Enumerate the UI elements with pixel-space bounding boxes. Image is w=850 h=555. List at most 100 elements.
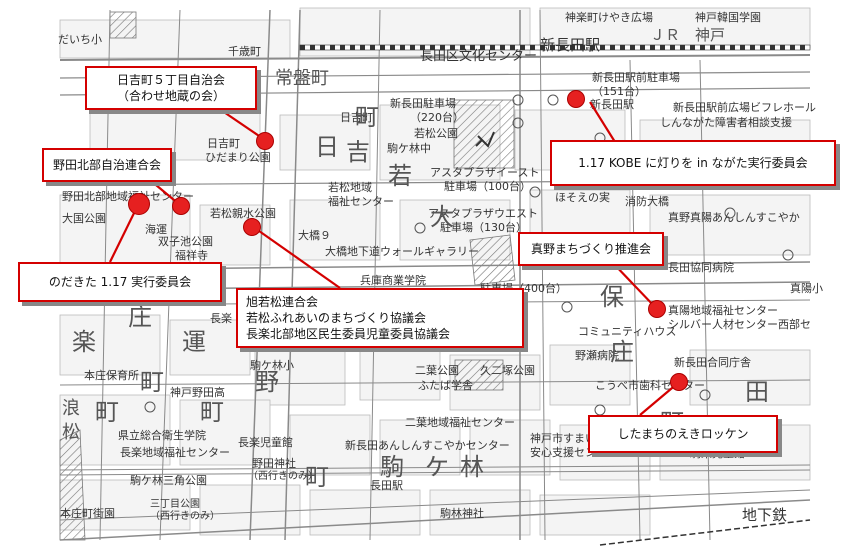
label-futaba-park: 二葉公園 <box>415 364 459 377</box>
label-nagata-bunka: 長田区文化センター <box>420 49 538 64</box>
label-aster-west: アスタプラザウエスト <box>428 207 538 220</box>
label-jr-kobe: ＪＲ 神戸 <box>650 26 726 44</box>
callout-text: 真野まちづくり推進会 <box>530 241 651 256</box>
label-shin-nagata-parking: 新長田駐車場 <box>390 97 456 110</box>
label-komagabayashi-chu: 駒ケ林中 <box>387 142 431 155</box>
label-kobe-keyaki: 神楽町けやき広場 <box>565 11 653 24</box>
callout-hiyoshi[interactable]: 日吉町５丁目自治会 （合わせ地蔵の会） <box>85 66 257 110</box>
label-nagata-station: 長田駅 <box>370 479 403 492</box>
label-wakamatsu-shinsui: 若松親水公園 <box>210 207 276 220</box>
label-nagaraku-jido: 長楽児童館 <box>238 436 293 449</box>
district-char: ケ <box>425 453 449 481</box>
label-silver-center: シルバー人材センター西部セ <box>668 318 811 331</box>
label-honjo-street: 本庄町街園 <box>60 507 115 520</box>
district-char: 田 <box>745 378 769 406</box>
callout-text: 日吉町５丁目自治会 <box>116 72 225 87</box>
callout-text: 若松ふれあいのまちづくり協議会 <box>246 310 427 325</box>
label-shin-nagata-eki2: 新長田駅 <box>590 98 634 111</box>
label-aster-west-cap: 駐車場（130台） <box>440 221 527 234</box>
label-ohashi-underground: 大橋地下道ウォールギャラリー <box>325 245 479 258</box>
label-community-house: コミュニティハウス <box>578 325 677 338</box>
district-char: 浪 <box>62 398 80 419</box>
label-komagabayashi-sho: 駒ケ林小 <box>250 359 294 372</box>
callout-kobe-akari[interactable]: 1.17 KOBE に灯りを in ながた実行委員会 <box>550 140 836 186</box>
label-aster-east-cap: 駐車場（100台） <box>444 180 531 193</box>
district-char: 庄 <box>610 338 634 366</box>
label-hiyoshi-small: 日吉町 <box>207 137 240 150</box>
label-nagaraku-welfare: 長楽地域福祉センター <box>120 446 230 459</box>
label-komabayashi-shrine: 駒林神社 <box>440 507 484 520</box>
label-kaiun: 海運 <box>145 223 167 236</box>
callout-nodakita-117[interactable]: のだきた 1.17 実行委員会 <box>18 262 222 302</box>
district-char: 駒 <box>380 453 404 481</box>
callout-noda-north[interactable]: 野田北部自治連合会 <box>42 148 172 182</box>
callout-mano[interactable]: 真野まちづくり推進会 <box>518 232 664 266</box>
label-fukushoji: 福祥寺 <box>175 249 208 262</box>
callout-text: 野田北部自治連合会 <box>52 157 161 172</box>
label-komae-jido: 駒栄児童館 <box>690 447 745 460</box>
label-nose-hospital: 野瀬病院 <box>575 349 619 362</box>
label-shinyo-welfare: 真陽地域福祉センター <box>668 304 778 317</box>
label-sanchome-park: 三丁目公園 <box>150 499 200 510</box>
label-hiyoshi-cho: 日吉町 <box>340 111 373 124</box>
label-shin-nagata-parking-cap: （220台） <box>410 111 464 124</box>
label-kobe-kankoku: 神戸韓国学園 <box>695 11 761 24</box>
label-wakamatsu-welfare: 若松地域 <box>328 181 372 194</box>
district-char: 町 <box>305 463 329 491</box>
label-fire-ohashi: 消防大橋 <box>625 195 669 208</box>
label-noda-north-welfare: 野田北部地域福祉センター <box>62 190 194 203</box>
district-char: 野 <box>255 368 279 396</box>
pin-noda-north[interactable] <box>172 197 190 215</box>
district-char: 町 <box>355 103 379 131</box>
pin-shitamachi[interactable] <box>670 373 688 391</box>
label-hidamari-park: ひだまり公園 <box>205 151 271 164</box>
district-char: 松 <box>62 422 80 443</box>
callout-asahi-wakamatsu[interactable]: 旭若松連合会 若松ふれあいのまちづくり協議会 長楽北部地区民生委員児童委員協議会 <box>236 288 524 348</box>
pin-mano[interactable] <box>648 300 666 318</box>
label-daichi: だいち小 <box>58 33 102 46</box>
label-futago-park: 双子池公園 <box>158 235 213 248</box>
airplane-symbol <box>475 131 495 148</box>
label-shogai-support: しんながた障害者相談支援 <box>660 116 792 129</box>
pin-nodakita[interactable] <box>128 193 150 215</box>
pin-hiyoshi[interactable] <box>256 132 274 150</box>
label-kobe-noda-high: 神戸野田高 <box>170 386 225 399</box>
label-honjo-nursery: 本庄保育所 <box>84 369 139 382</box>
label-jobancho: 常盤町 <box>275 68 329 89</box>
label-wakamatsu-park: 若松公園 <box>414 127 458 140</box>
label-ekimae-hiroba: 新長田駅前広場ビフレホール <box>673 101 816 114</box>
label-shin-nagata-station: 新長田駅 <box>540 36 601 54</box>
subway-line <box>599 519 811 546</box>
district-char: 日 <box>315 133 339 161</box>
label-nagaraku: 長楽 <box>210 312 232 325</box>
callout-text: したまちのえきロッケン <box>617 426 749 441</box>
label-anshin-support: 安心支援セン <box>530 446 596 459</box>
label-hosoe: ほそえの実 <box>555 191 610 204</box>
label-shin-nagata-gov: 新長田合同庁舎 <box>674 356 751 369</box>
label-parking-north-cap: （151台） <box>592 85 646 98</box>
district-char: 吉 <box>346 138 370 166</box>
label-ohashi-nine: 大橋９ <box>298 229 331 242</box>
district-char: 楽 <box>72 328 96 356</box>
district-char: 大 <box>430 203 454 231</box>
district-char: 運 <box>182 328 206 356</box>
callout-shitamachi[interactable]: したまちのえきロッケン <box>588 415 778 453</box>
callout-text: （合わせ地蔵の会） <box>116 89 225 103</box>
label-prefectural-school: 県立総合衛生学院 <box>118 429 206 442</box>
label-komagabayashi-park: 駒ケ林三角公園 <box>130 474 207 487</box>
label-shin-nagata-anshin: 新長田あんしんすこやかセンター <box>345 439 510 452</box>
label-futaba-gakusha: ふたば学舎 <box>418 379 473 392</box>
label-nishi-only-2: （西行きのみ） <box>150 511 220 522</box>
label-futaba-welfare: 二葉地域福祉センター <box>405 416 515 429</box>
callout-text: 1.17 KOBE に灯りを in ながた実行委員会 <box>578 155 808 170</box>
label-parking-north: 新長田駅前駐車場 <box>592 71 680 84</box>
label-wakamatsu-welfare2: 福祉センター <box>328 195 394 208</box>
label-subway: 地下鉄 <box>742 506 788 524</box>
pin-kobe-akari[interactable] <box>567 90 585 108</box>
label-kobe-sumai: 神戸市すまい <box>530 432 596 445</box>
callout-text: 長楽北部地区民生委員児童委員協議会 <box>246 327 451 342</box>
pin-asahi[interactable] <box>243 218 261 236</box>
callout-text: 旭若松連合会 <box>246 294 319 309</box>
callout-text: のだきた 1.17 実行委員会 <box>48 274 192 289</box>
label-kyodo-hospital: 長田協同病院 <box>668 261 734 274</box>
